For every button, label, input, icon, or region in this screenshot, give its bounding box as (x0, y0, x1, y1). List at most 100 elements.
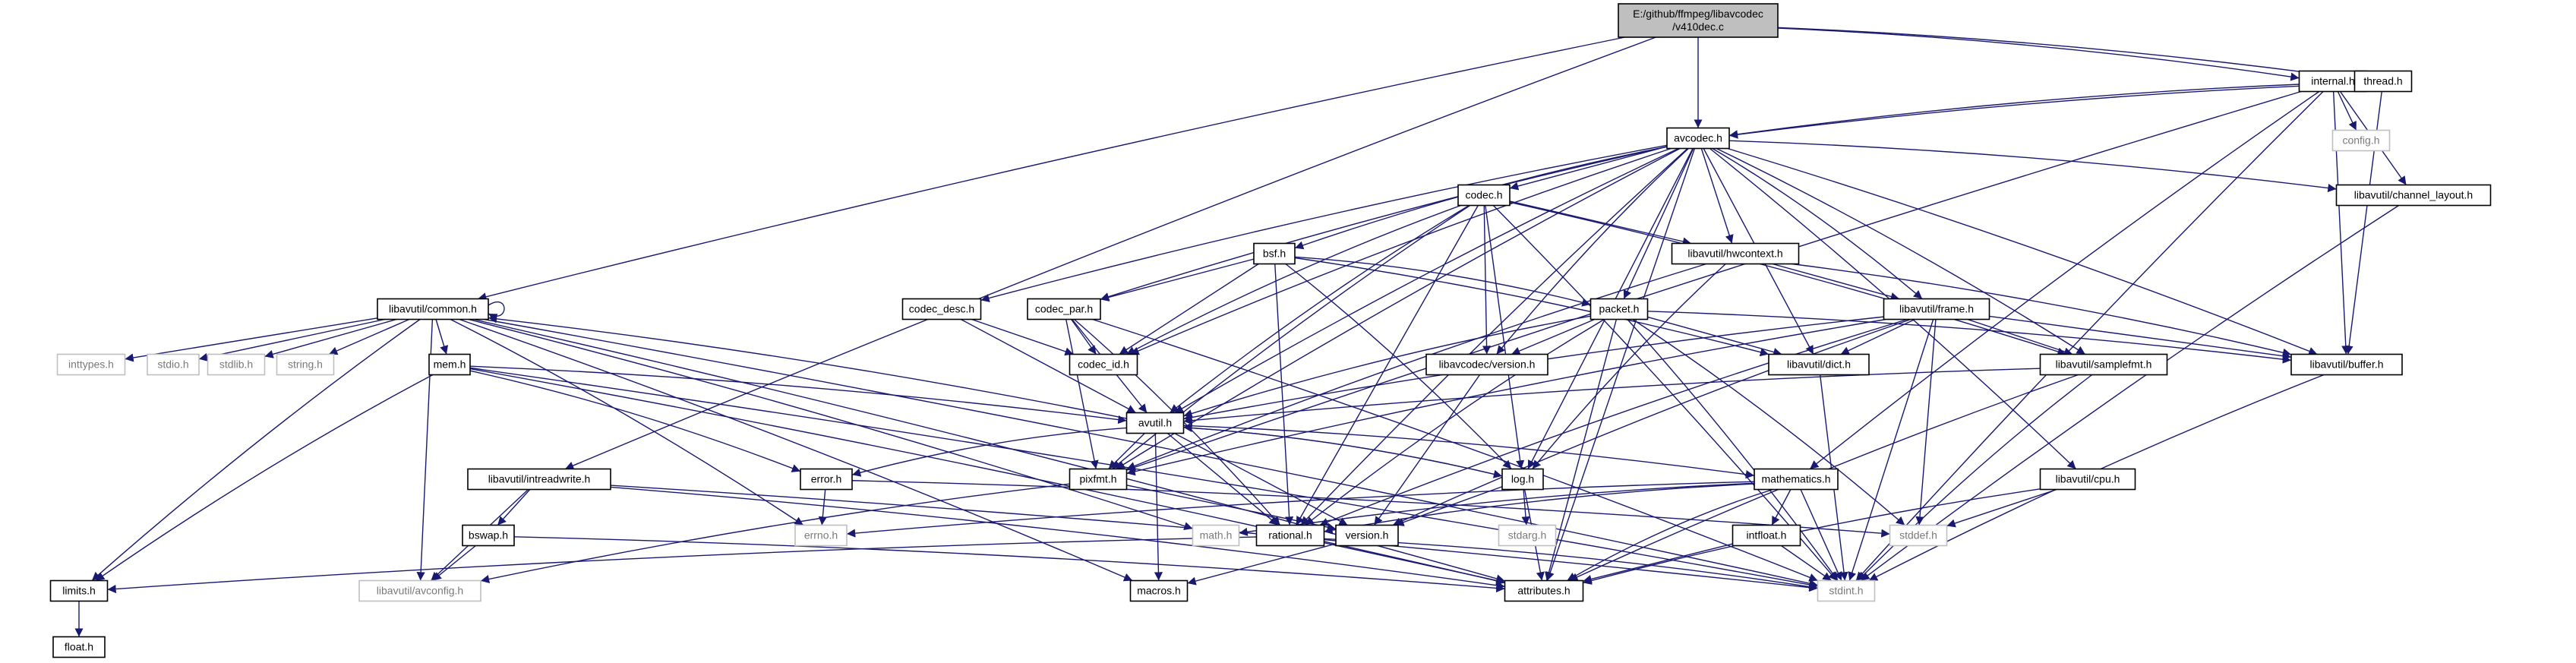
node-label: thread.h (2363, 75, 2402, 87)
edge-packet-to-attributes (1545, 319, 1618, 581)
edge-codec_desc-to-codec_id (971, 318, 1074, 356)
node-macros[interactable]: macros.h (1129, 579, 1189, 602)
node-packet[interactable]: packet.h (1589, 298, 1649, 320)
node-label: libavutil/dict.h (1787, 358, 1851, 371)
edge-codec-to-lavc_version (1482, 205, 1492, 355)
node-box (1889, 524, 1948, 547)
edge-packet-to-stdint (1627, 319, 1839, 581)
node-math: math.h (1192, 524, 1240, 547)
node-box (358, 579, 481, 602)
node-label: internal.h (2311, 75, 2355, 87)
node-intreadwrite[interactable]: libavutil/intreadwrite.h (467, 468, 611, 491)
edge-lavc_version-to-version (1373, 374, 1481, 526)
node-box (901, 298, 982, 320)
node-box (2039, 468, 2136, 491)
edge-avutil-to-pixfmt (1108, 433, 1145, 469)
node-mem[interactable]: mem.h (428, 353, 471, 376)
node-error[interactable]: error.h (800, 468, 853, 491)
edge-pixfmt-to-avconfig (480, 483, 1070, 583)
edge-codec-to-avutil (1170, 204, 1470, 414)
node-lavc_version[interactable]: libavcodec/version.h (1425, 353, 1548, 376)
node-box (1504, 579, 1584, 602)
edge-pixfmt-to-version (1126, 485, 1337, 532)
edge-cpu-to-attributes (1583, 488, 2041, 585)
node-stdint: stdint.h (1817, 579, 1876, 602)
node-label: codec_id.h (1078, 358, 1129, 371)
node-label: macros.h (1137, 585, 1181, 597)
node-rational[interactable]: rational.h (1255, 524, 1325, 547)
node-box (1768, 353, 1870, 376)
node-bsf[interactable]: bsf.h (1253, 242, 1296, 265)
node-channel_layout[interactable]: libavutil/channel_layout.h (2335, 184, 2492, 207)
edge-avcodec-to-codec_id (1130, 147, 1672, 355)
node-label: rational.h (1268, 529, 1312, 541)
node-codec_desc[interactable]: codec_desc.h (901, 298, 982, 320)
node-box (49, 579, 109, 602)
node-attributes[interactable]: attributes.h (1504, 579, 1584, 602)
node-pixfmt[interactable]: pixfmt.h (1069, 468, 1128, 491)
edge-mathematics-to-stdint (1800, 489, 1842, 581)
node-label: config.h (2342, 134, 2379, 147)
edge-bsf-to-log (1285, 263, 1512, 469)
node-box (2335, 184, 2492, 207)
edge-avcodec-to-buffer (1727, 147, 2318, 355)
node-common[interactable]: libavutil/common.h (377, 298, 489, 320)
edge-codec-to-samplefmt (1509, 201, 2066, 356)
edge-avutil-to-mathematics (1183, 425, 1755, 479)
edge-root-to-common (478, 36, 1625, 302)
node-label: intfloat.h (1747, 529, 1787, 541)
node-box (2039, 353, 2168, 376)
edge-error-to-stddef (851, 480, 1890, 538)
node-float[interactable]: float.h (52, 636, 106, 658)
node-codec[interactable]: codec.h (1457, 184, 1511, 207)
edge-packet-to-avutil (1183, 315, 1591, 418)
node-thread[interactable]: thread.h (2353, 70, 2413, 93)
node-frame[interactable]: libavutil/frame.h (1883, 298, 1990, 320)
node-codec_id[interactable]: codec_id.h (1069, 353, 1138, 376)
node-box (428, 353, 471, 376)
edge-packet-to-buffer (1647, 311, 2292, 364)
node-box (1666, 127, 1730, 150)
edge-packet-to-stddef (1632, 318, 1905, 526)
edge-root-to-intreadwrite (564, 36, 1656, 470)
node-cpu[interactable]: libavutil/cpu.h (2039, 468, 2136, 491)
node-box (2353, 70, 2413, 93)
edge-bsf-to-rational (1274, 264, 1294, 526)
node-intfloat[interactable]: intfloat.h (1732, 524, 1801, 547)
node-avcodec[interactable]: avcodec.h (1666, 127, 1730, 150)
node-hwcontext[interactable]: libavutil/hwcontext.h (1671, 242, 1800, 265)
edge-root-to-thread (1777, 27, 2355, 82)
edge-thread-to-avcodec (1728, 83, 2355, 139)
edge-internal-to-avcodec (1728, 84, 2300, 139)
edge-codec_desc-to-avutil (960, 318, 1137, 414)
node-layer: E:/github/ffmpeg/libavcodec/v410dec.c int… (49, 3, 2492, 658)
node-buffer[interactable]: libavutil/buffer.h (2290, 353, 2403, 376)
node-avutil[interactable]: avutil.h (1125, 412, 1185, 434)
node-root[interactable]: E:/github/ffmpeg/libavcodec/v410dec.c (1618, 3, 1779, 38)
node-dict[interactable]: libavutil/dict.h (1768, 353, 1870, 376)
edge-avcodec-to-pixfmt (1116, 147, 1681, 470)
node-mathematics[interactable]: mathematics.h (1754, 468, 1839, 491)
edge-mathematics-to-math (1239, 482, 1755, 536)
edge-internal-to-buffer (2332, 91, 2350, 355)
node-version[interactable]: version.h (1335, 524, 1399, 547)
node-label: E:/github/ffmpeg/libavcodec (1633, 8, 1763, 20)
node-codec_par[interactable]: codec_par.h (1027, 298, 1101, 320)
node-box (1027, 298, 1101, 320)
node-label: float.h (65, 641, 93, 653)
node-stdlib: stdlib.h (207, 353, 266, 376)
edge-layer (74, 27, 2407, 637)
node-box (1501, 468, 1544, 491)
node-bswap[interactable]: bswap.h (462, 524, 515, 547)
edge-mathematics-to-errno (846, 481, 1755, 538)
node-stddef: stddef.h (1889, 524, 1948, 547)
edge-codec_par-to-pixfmt (1065, 319, 1099, 469)
node-samplefmt[interactable]: libavutil/samplefmt.h (2039, 353, 2168, 376)
edge-mem-to-avutil (469, 365, 1127, 425)
edge-cpu-to-stddef (1946, 488, 2057, 528)
edge-frame-to-buffer (1989, 315, 2292, 361)
node-label: stdio.h (157, 358, 188, 371)
node-limits[interactable]: limits.h (49, 579, 109, 602)
node-label: libavutil/avconfig.h (377, 585, 463, 597)
node-log[interactable]: log.h (1501, 468, 1544, 491)
